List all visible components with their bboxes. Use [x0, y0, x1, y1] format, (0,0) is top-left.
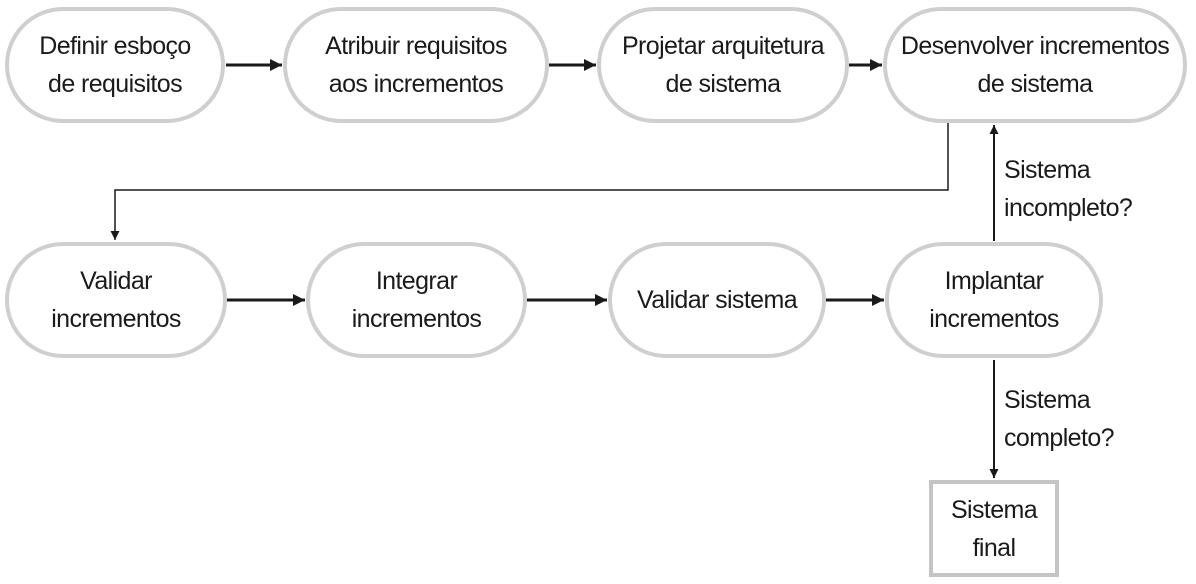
- node-validar-incrementos: Validar incrementos: [5, 242, 227, 358]
- node-projetar-arquitetura: Projetar arquitetura de sistema: [597, 7, 849, 123]
- node-validar-sistema: Validar sistema: [608, 242, 826, 358]
- label-sistema-incompleto: Sistema incompleto?: [1004, 156, 1133, 222]
- node-atribuir-requisitos: Atribuir requisitos aos incrementos: [283, 7, 549, 123]
- node-integrar-incrementos: Integrar incrementos: [306, 242, 527, 358]
- node-definir-esboco: Definir esboço de requisitos: [5, 7, 225, 123]
- arrow-desenvolver-to-validar-incrementos: [110, 123, 949, 240]
- node-sistema-final: Sistema final: [929, 480, 1059, 577]
- node-implantar-incrementos: Implantar incrementos: [885, 242, 1103, 358]
- node-desenvolver-incrementos: Desenvolver incrementos de sistema: [883, 7, 1187, 123]
- label-sistema-completo: Sistema completo?: [1004, 386, 1115, 452]
